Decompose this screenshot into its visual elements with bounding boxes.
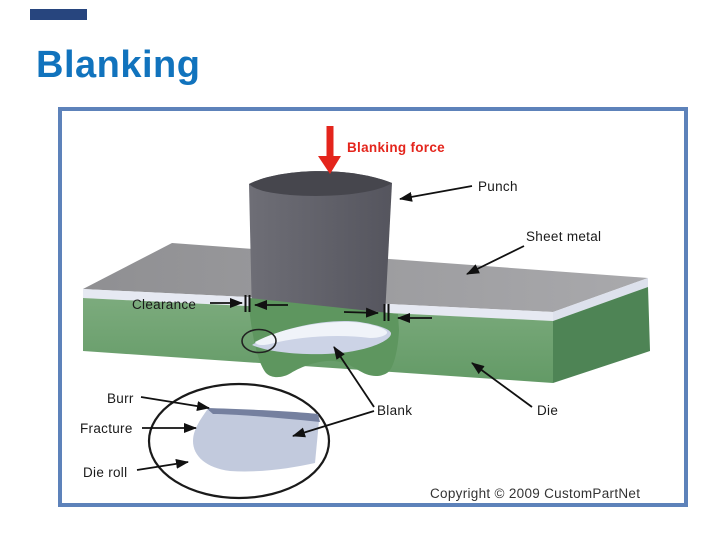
die-leader-line (471, 362, 533, 408)
copyright-text: Copyright © 2009 CustomPartNet (430, 486, 640, 501)
burr-leader-line (140, 396, 210, 412)
punch-leader-line (399, 185, 473, 202)
blank-leader-line-upper (333, 346, 375, 408)
punch-top-face (249, 171, 392, 196)
blank-label: Blank (377, 403, 412, 418)
die-roll-leader-line (136, 458, 189, 471)
force-arrow-shaft (326, 126, 334, 158)
force-arrow-head (318, 156, 341, 174)
punch-label: Punch (478, 179, 518, 194)
blank-top-highlight (255, 321, 388, 346)
clearance-label: Clearance (132, 297, 196, 312)
blank-edge-callout-circle (241, 328, 277, 354)
die-side-face (553, 287, 650, 383)
punch-body (249, 171, 392, 316)
sheet-metal-leader-line (466, 245, 525, 275)
sheet-metal-label: Sheet metal (526, 229, 601, 244)
slide-accent-bar (30, 9, 87, 20)
fracture-label: Fracture (80, 421, 133, 436)
clearance-right-outer-arrow (343, 307, 379, 318)
die-label: Die (537, 403, 558, 418)
inset-blank-body (193, 410, 319, 472)
die-roll-label: Die roll (83, 465, 127, 480)
sheet-metal-edge-side (553, 278, 648, 321)
page-title: Blanking (36, 44, 201, 86)
inset-burr-sliver (206, 408, 320, 422)
blanking-force-label: Blanking force (347, 140, 445, 155)
burr-label: Burr (107, 391, 134, 406)
blank-leader-line-lower (292, 410, 375, 438)
